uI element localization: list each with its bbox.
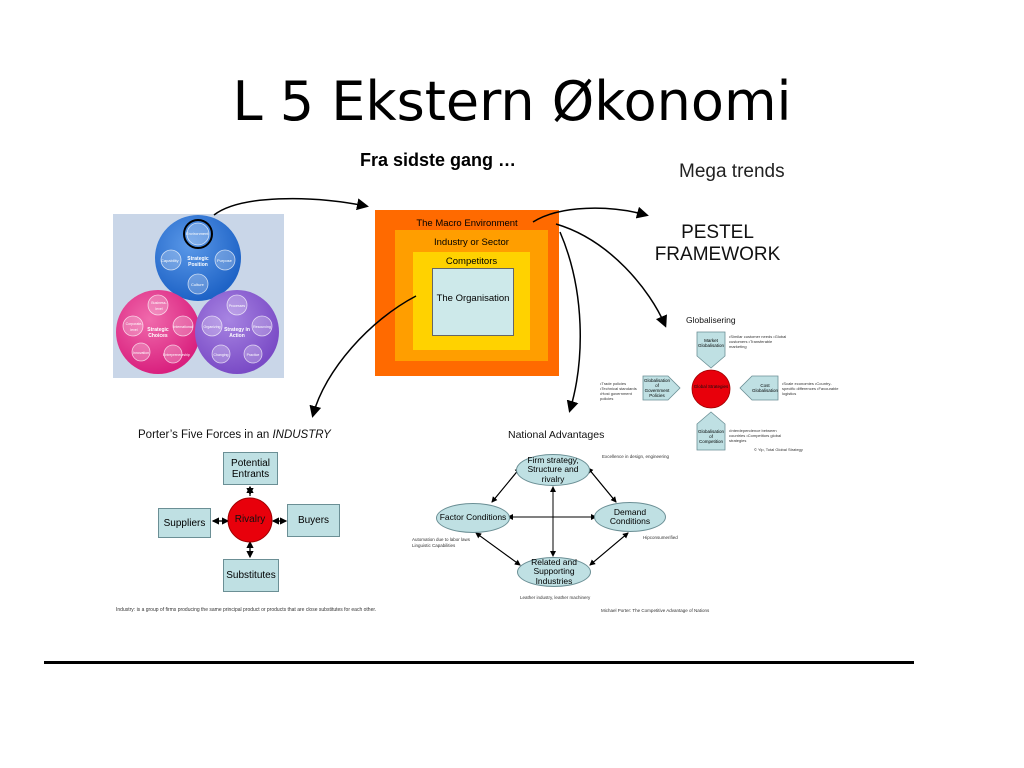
suppliers-box: Suppliers <box>158 508 211 538</box>
government-arrow-shape <box>642 375 681 401</box>
bottom-divider <box>44 661 914 664</box>
choices-item-entrepreneurship: Entrepreneurship <box>163 353 190 357</box>
arrow-to-mega-trends <box>532 206 649 223</box>
slide-title: L 5 Ekstern Økonomi <box>232 70 792 133</box>
arrow-to-national-advantages <box>559 231 581 413</box>
rivalry-circle <box>227 497 273 543</box>
factor-conditions-ellipse: Factor Conditions <box>436 503 510 533</box>
arrow-to-macro <box>213 197 369 216</box>
national-note-left: Automation due to labor laws Linguistic … <box>412 537 471 548</box>
national-note-bottom: Leather industry, leather machinery <box>520 595 591 600</box>
strategy-model-panel: Environment Capability Purpose Culture S… <box>113 214 284 378</box>
action-item-changing: Changing <box>213 353 229 357</box>
action-item-processes: Processes <box>228 304 246 308</box>
cost-notes: •Scale economies •Country-specific diffe… <box>782 381 839 396</box>
macro-environment-label: The Macro Environment <box>416 218 518 229</box>
action-item-organizing: Organizing <box>203 325 221 329</box>
national-source: Michael Porter: The Competitive Advantag… <box>601 608 710 613</box>
strategy-in-action-label: Strategy in Action <box>224 327 250 339</box>
global-strategies-circle <box>691 369 731 409</box>
related-industries-ellipse: Related and Supporting Industries <box>517 557 591 587</box>
competition-notes: •Interdependence between countries •Comp… <box>729 428 782 443</box>
national-note-right: Hipconsumerified <box>643 535 678 540</box>
action-item-resourcing: Resourcing <box>253 325 271 329</box>
arrow-to-porter <box>309 295 417 418</box>
strategic-choices-circle <box>116 290 200 374</box>
choices-item-innovation: Innovation <box>132 351 150 355</box>
arrow-to-globalisering <box>555 223 667 328</box>
global-strategies-label: Global Strategies <box>693 384 729 389</box>
choices-item-corporate: Corporate-level <box>125 322 143 332</box>
market-arrow-shape <box>696 331 726 369</box>
position-item-environment: Environment <box>186 231 209 236</box>
national-advantages-heading: National Advantages <box>508 429 605 441</box>
mega-trends-label: Mega trends <box>679 161 785 182</box>
position-item-purpose: Purpose <box>217 258 232 263</box>
firm-strategy-ellipse: Firm strategy, Structure and rivalry <box>516 454 590 486</box>
demand-conditions-ellipse: Demand Conditions <box>594 502 666 532</box>
pestel-label: PESTEL FRAMEWORK <box>654 222 781 265</box>
strategic-position-circle <box>155 215 241 301</box>
subtitle: Fra sidste gang … <box>360 150 517 170</box>
competitors-label: Competitors <box>445 256 498 267</box>
strategic-position-label: Strategic Position <box>187 256 209 268</box>
environment-highlight-ring <box>183 219 213 249</box>
choices-item-business: Business-level <box>151 301 167 311</box>
market-notes: •Similar customer needs •Global customer… <box>729 334 787 349</box>
position-item-culture: Culture <box>191 282 204 287</box>
organisation-label: The Organisation <box>436 293 510 304</box>
globalisering-credit: © Yip, Total Global Strategy <box>754 447 803 452</box>
position-item-capability: Capability <box>161 258 179 263</box>
substitutes-box: Substitutes <box>223 559 279 592</box>
organisation-box: The Organisation <box>432 268 514 336</box>
competition-arrow-shape <box>696 411 726 451</box>
porter-heading-industry: INDUSTRY <box>272 429 331 441</box>
porter-footnote: Industry: is a group of firms producing … <box>116 607 377 613</box>
cost-globalisation-label: Cost Globalisation <box>752 383 779 393</box>
globalisering-heading: Globalisering <box>686 315 736 325</box>
strategy-in-action-circle <box>195 290 279 374</box>
competition-globalisation-label: Globalisation of Competition <box>698 428 725 444</box>
national-note-top: Excellence in design, engineering <box>602 454 670 459</box>
strategic-choices-label: Strategic Choices <box>147 327 169 339</box>
buyers-box: Buyers <box>287 504 340 537</box>
porter-heading-text: Porter’s Five Forces in an <box>138 429 270 441</box>
industry-sector-label: Industry or Sector <box>434 237 509 248</box>
action-item-practice: Practice <box>246 353 260 357</box>
cost-arrow-shape <box>739 375 779 401</box>
porter-heading: Porter’s Five Forces in an INDUSTRY <box>138 429 331 441</box>
market-globalisation-label: Market Globalisation <box>698 338 725 348</box>
rivalry-label: Rivalry <box>234 514 266 525</box>
government-notes: •Trade policies •Technical standards •Ho… <box>600 381 637 401</box>
government-policies-label: Globalisation of Government Policies <box>644 378 671 398</box>
choices-item-international: International <box>173 325 193 329</box>
potential-entrants-box: Potential Entrants <box>223 452 278 485</box>
strategy-circles-graphic <box>116 215 279 374</box>
